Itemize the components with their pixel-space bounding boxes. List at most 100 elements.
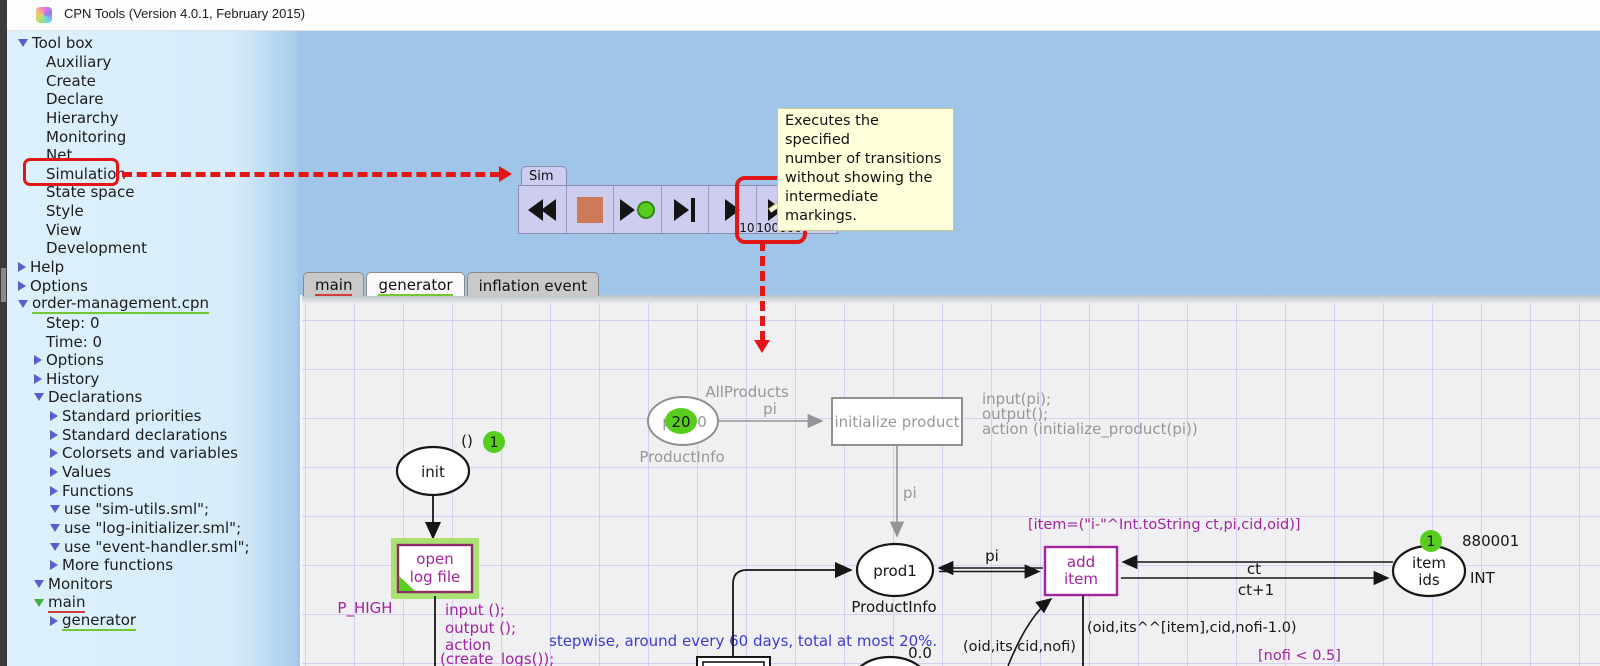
sidebar-item-declarations[interactable]: Declarations: [7, 388, 298, 407]
step-to-end-button[interactable]: [661, 186, 709, 233]
expanded-triangle-icon[interactable]: [18, 39, 28, 48]
scrollbar-thumb[interactable]: [1, 268, 6, 302]
sidebar-item-declare[interactable]: Declare: [7, 90, 298, 109]
code-segment: output ();: [445, 619, 516, 637]
sidebar-item-view[interactable]: View: [7, 220, 298, 239]
sidebar-item-use-log-initializer[interactable]: use "log-initializer.sml";: [7, 519, 298, 538]
sidebar-item-label: History: [46, 369, 100, 388]
sidebar-item-label: Create: [46, 71, 96, 90]
place-label: 0: [697, 413, 707, 431]
stop-icon: [576, 196, 603, 223]
sidebar-item-label: Options: [30, 276, 88, 295]
sidebar-item-use-sim-utils[interactable]: use "sim-utils.sml";: [7, 500, 298, 519]
rewind-button[interactable]: [519, 186, 567, 233]
play-icon: [619, 198, 635, 221]
collapsed-triangle-icon[interactable]: [50, 411, 58, 422]
rewind-icon: [528, 198, 544, 221]
sidebar-item-main-page[interactable]: main: [7, 593, 298, 613]
code-segment: action (initialize_product(pi)): [982, 420, 1198, 439]
expanded-triangle-icon[interactable]: [34, 579, 44, 588]
transition-initialize-product[interactable]: [831, 397, 963, 446]
colorset-label: ProductInfo: [851, 598, 936, 616]
sidebar-item-auxiliary[interactable]: Auxiliary: [7, 53, 298, 72]
sidebar-item-monitors[interactable]: Monitors: [7, 575, 298, 594]
sidebar-item-standard-declarations[interactable]: Standard declarations: [7, 425, 298, 444]
expanded-triangle-icon[interactable]: [50, 542, 60, 551]
sidebar-item-label: use "log-initializer.sml";: [64, 518, 242, 537]
collapsed-triangle-icon[interactable]: [50, 448, 58, 459]
arc-label: ct: [1247, 560, 1261, 578]
collapsed-triangle-icon[interactable]: [50, 485, 58, 496]
petri-net-drawing: AllProducts pi p 0 20 ProductInfo initia…: [337, 383, 1519, 666]
priority-label: P_HIGH: [337, 599, 392, 618]
collapsed-triangle-icon[interactable]: [18, 280, 26, 291]
collapsed-triangle-icon[interactable]: [50, 616, 58, 627]
expanded-triangle-icon[interactable]: [50, 523, 60, 532]
arc-label: pi: [903, 484, 917, 502]
tab-inflation-event[interactable]: inflation event: [466, 272, 600, 296]
tab-main[interactable]: main: [303, 272, 365, 296]
sidebar-item-label: Standard declarations: [62, 425, 228, 444]
place-label: prod1: [873, 562, 917, 580]
sidebar-item-development[interactable]: Development: [7, 239, 298, 258]
stop-button[interactable]: [566, 186, 614, 233]
sim-palette-tab[interactable]: Sim: [521, 166, 567, 185]
sidebar-item-generator-page[interactable]: generator: [7, 611, 298, 632]
expanded-triangle-icon[interactable]: [34, 598, 44, 607]
arc-to-prod1-left[interactable]: [732, 561, 853, 657]
sidebar-item-label: Monitoring: [46, 127, 127, 146]
collapsed-triangle-icon[interactable]: [50, 429, 58, 440]
sidebar-item-values[interactable]: Values: [7, 463, 298, 482]
sidebar-item-use-event-handler[interactable]: use "event-handler.sml";: [7, 537, 298, 556]
tab-generator[interactable]: generator: [366, 272, 465, 296]
sidebar-item-label: Monitors: [48, 574, 113, 593]
token-count: 1: [1426, 534, 1435, 550]
sidebar-item-toolbox[interactable]: Tool box: [7, 34, 298, 53]
place-prod1[interactable]: [855, 542, 935, 598]
collapsed-triangle-icon[interactable]: [34, 373, 42, 384]
sidebar-item-functions[interactable]: Functions: [7, 481, 298, 500]
single-step-button[interactable]: [614, 186, 662, 233]
sidebar-item-label: Simulation: [46, 164, 126, 183]
expanded-triangle-icon[interactable]: [18, 300, 28, 309]
sidebar-item-create[interactable]: Create: [7, 71, 298, 90]
transition-label: open: [416, 550, 453, 568]
sidebar-item-order-management[interactable]: order-management.cpn: [7, 294, 298, 315]
sidebar-item-options[interactable]: Options: [7, 276, 298, 295]
sidebar-item-standard-priorities[interactable]: Standard priorities: [7, 407, 298, 426]
sidebar-item-step[interactable]: Step: 0: [7, 314, 298, 333]
sidebar-item-time[interactable]: Time: 0: [7, 332, 298, 351]
transition-add-item[interactable]: [1043, 545, 1119, 597]
sidebar-item-simulation[interactable]: Simulation: [7, 164, 298, 183]
sidebar-item-net-options[interactable]: Options: [7, 351, 298, 370]
cpn-tools-logo-icon: [36, 7, 52, 23]
sidebar-item-state-space[interactable]: State space: [7, 183, 298, 202]
expanded-triangle-icon[interactable]: [34, 393, 44, 402]
note-annotation: stepwise, around every 60 days, total at…: [549, 632, 937, 650]
sidebar-item-label: Hierarchy: [46, 108, 119, 127]
sim-palette-bar: 10 100000 ML!: [518, 185, 838, 234]
play-icon: [674, 198, 690, 221]
collapsed-triangle-icon[interactable]: [18, 262, 26, 272]
arc-into-additem[interactable]: [1007, 598, 1053, 666]
sidebar-item-label: use "sim-utils.sml";: [64, 500, 210, 519]
collapsed-triangle-icon[interactable]: [50, 560, 58, 571]
sidebar-item-help[interactable]: Help: [7, 258, 298, 277]
net-canvas[interactable]: [300, 303, 1600, 666]
sidebar-item-label: Time: 0: [46, 332, 103, 351]
sidebar-item-style[interactable]: Style: [7, 202, 298, 221]
sidebar-item-history[interactable]: History: [7, 370, 298, 389]
sidebar-item-hierarchy[interactable]: Hierarchy: [7, 109, 298, 128]
sidebar-item-more-functions[interactable]: More functions: [7, 556, 298, 575]
expanded-triangle-icon[interactable]: [50, 505, 60, 514]
sidebar-item-colorsets[interactable]: Colorsets and variables: [7, 444, 298, 463]
sidebar-item-monitoring[interactable]: Monitoring: [7, 127, 298, 146]
collapsed-triangle-icon[interactable]: [50, 467, 58, 478]
index-sidebar: Tool box Auxiliary Create Declare Hierar…: [7, 30, 298, 666]
collapsed-triangle-icon[interactable]: [34, 355, 42, 366]
transition-open-log-file[interactable]: [396, 543, 474, 594]
place-bottom[interactable]: [852, 655, 928, 666]
place-label: item: [1412, 554, 1446, 572]
token-count-badge: [1420, 530, 1442, 552]
